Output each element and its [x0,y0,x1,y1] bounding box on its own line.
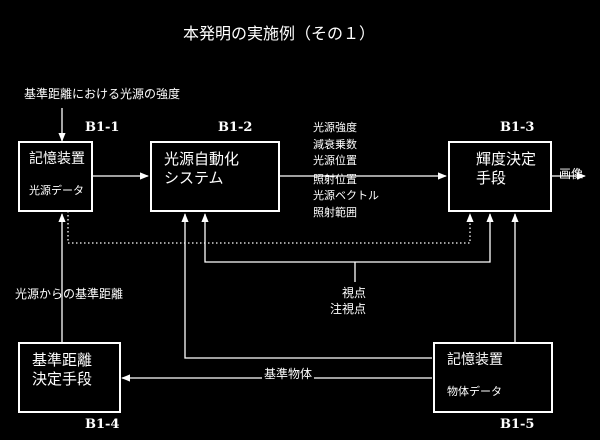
storage-light-box: 記憶装置 光源データ [18,141,93,212]
b3-id: B1-3 [500,120,535,135]
output-label: 画像 [559,167,584,181]
storage-light-sub: 光源データ [29,184,84,197]
light-automation-box: 光源自動化 システム [150,141,280,212]
b5-id: B1-5 [500,417,535,432]
param-item: 光源位置 [313,154,357,167]
dotted-link [67,211,474,244]
storage-object-sub: 物体データ [447,385,502,398]
storage-light-title: 記憶装置 [29,151,85,167]
viewpoint-label: 視点 [342,286,367,300]
input-label: 基準距離における光源の強度 [24,87,181,101]
ref-distance-l2: 決定手段 [32,370,93,388]
diagram-title: 本発明の実施例（その１） [183,24,376,43]
b2-id: B1-2 [218,120,253,135]
light-automation-l1: 光源自動化 [164,150,240,168]
param-item: 光源ベクトル [313,189,379,202]
distance-label: 光源からの基準距離 [15,287,124,301]
storage-object-title: 記憶装置 [447,352,503,368]
param-item: 照射位置 [313,173,357,186]
viewpoint-bracket [201,213,494,263]
luminance-l2: 手段 [476,169,507,187]
param-item: 減衰乗数 [313,138,357,151]
b1-id: B1-1 [85,120,120,135]
light-automation-l2: システム [164,169,224,187]
ref-distance-box: 基準距離 決定手段 [18,342,121,413]
ref-distance-l1: 基準距離 [32,351,93,369]
b4-id: B1-4 [85,417,120,432]
gaze-point-label: 注視点 [330,302,367,316]
luminance-l1: 輝度決定 [476,150,537,168]
b5-to-b2-line [181,213,432,359]
param-item: 光源強度 [313,121,357,134]
param-item: 照射範囲 [313,206,357,219]
object-label: 基準物体 [262,367,315,382]
luminance-box: 輝度決定 手段 [448,141,552,212]
storage-object-box: 記憶装置 物体データ [433,342,553,413]
